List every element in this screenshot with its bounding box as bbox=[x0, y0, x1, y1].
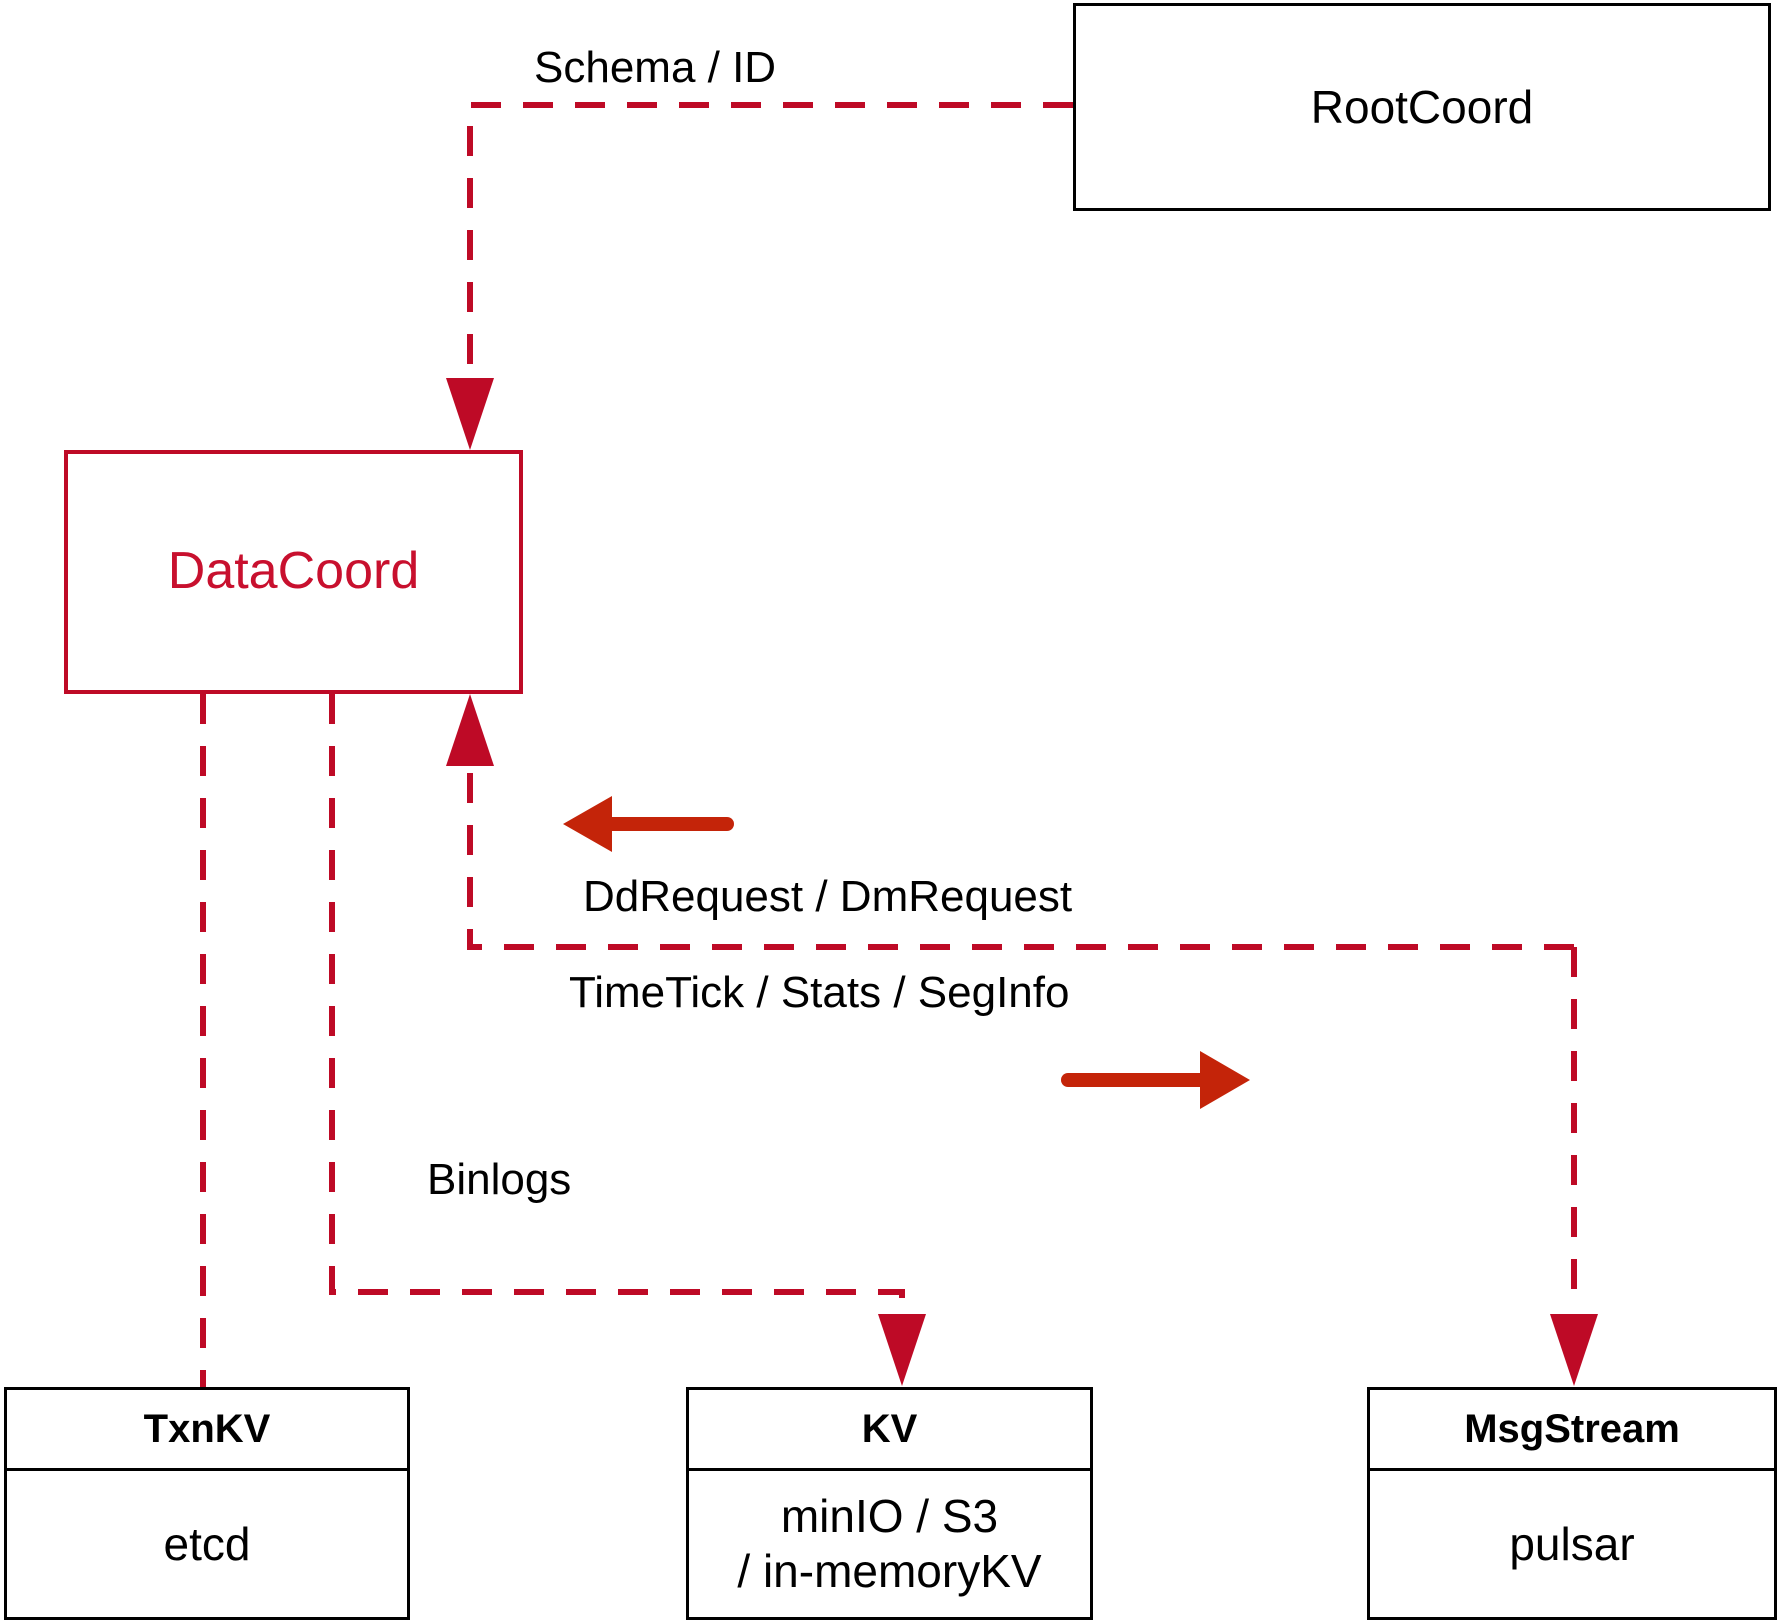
node-msgstream-divider bbox=[1370, 1468, 1774, 1471]
arrow-dd-dm-request bbox=[563, 796, 734, 852]
node-msgstream[interactable]: MsgStream pulsar bbox=[1367, 1387, 1777, 1620]
node-datacoord[interactable]: DataCoord bbox=[64, 450, 523, 694]
edge-schema-id-arrowhead bbox=[446, 378, 494, 450]
edge-msgstream-to-datacoord-arrowhead bbox=[446, 694, 494, 766]
node-msgstream-title: MsgStream bbox=[1464, 1407, 1680, 1451]
node-txnkv[interactable]: TxnKV etcd bbox=[4, 1387, 410, 1620]
arrow-timetick-stats-seginfo bbox=[1061, 1051, 1250, 1109]
edge-datacoord-to-msgstream-arrowhead bbox=[1550, 1314, 1598, 1386]
edge-label-schema-id: Schema / ID bbox=[534, 43, 777, 92]
node-kv-subtitle-line1: minIO / S3 bbox=[780, 1490, 999, 1543]
node-datacoord-label: DataCoord bbox=[167, 542, 420, 601]
node-rootcoord[interactable]: RootCoord bbox=[1073, 3, 1771, 211]
node-txnkv-title: TxnKV bbox=[143, 1407, 271, 1451]
node-kv-title: KV bbox=[861, 1407, 918, 1451]
node-rootcoord-label: RootCoord bbox=[1310, 80, 1534, 133]
node-kv[interactable]: KV minIO / S3 / in-memoryKV bbox=[686, 1387, 1093, 1620]
node-txnkv-divider bbox=[7, 1468, 407, 1471]
node-kv-subtitle-line2: / in-memoryKV bbox=[737, 1545, 1042, 1597]
edge-schema-id bbox=[467, 102, 1073, 372]
node-msgstream-subtitle: pulsar bbox=[1509, 1517, 1635, 1570]
edge-label-binlogs: Binlogs bbox=[427, 1155, 572, 1204]
edge-label-dd-dm-request: DdRequest / DmRequest bbox=[583, 872, 1073, 921]
edge-binlogs-arrowhead bbox=[878, 1314, 926, 1386]
node-txnkv-subtitle: etcd bbox=[163, 1517, 251, 1570]
node-kv-divider bbox=[689, 1468, 1090, 1471]
edge-label-timetick-stats-seginfo: TimeTick / Stats / SegInfo bbox=[569, 968, 1070, 1017]
